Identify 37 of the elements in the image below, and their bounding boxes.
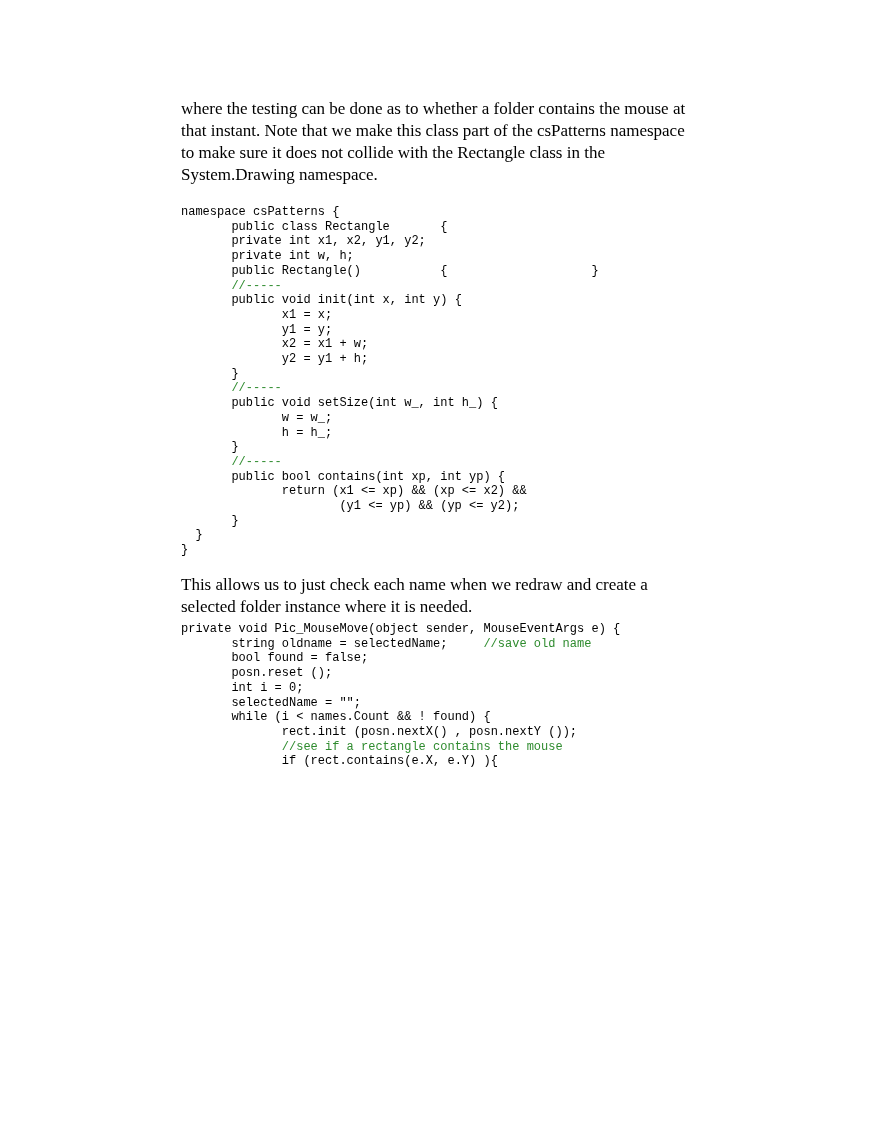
code-line: selectedName = ""; [231, 695, 361, 711]
code-line: (y1 <= yp) && (yp <= y2); [339, 499, 520, 514]
code-line: rect.init (posn.nextX() , posn.nextY ()); [281, 724, 578, 740]
code-line: } [231, 440, 239, 455]
code-line: namespace csPatterns { [181, 205, 340, 220]
code-line: private int w, h; [231, 249, 354, 264]
code-line: y2 = y1 + h; [281, 352, 369, 367]
paragraph: This allows us to just check each name when we redraw and create a selected folder instance where it is needed. [181, 574, 649, 618]
code-line: posn.reset (); [231, 666, 333, 681]
code-line: public void init(int x, int y) { [231, 293, 462, 308]
code-line: w = w_; [281, 410, 333, 426]
code-line: public Rectangle() { } [231, 263, 599, 279]
code-line: public void setSize(int w_, int h_) { [231, 396, 498, 411]
code-line: int i = 0; [231, 680, 304, 696]
code-comment: //save old name [483, 636, 592, 652]
paragraph: where the testing can be done as to whether a folder contains the mouse at that instant. Note that we make this class part of the csPatterns namespace to make sure it does not collide with the Rectangle class in the System.Drawing namespace. [181, 98, 687, 186]
code-line: if (rect.contains(e.X, e.Y) ){ [281, 754, 498, 769]
code-comment: //see if a rectangle contains the mouse [281, 739, 563, 755]
code-line: private int x1, x2, y1, y2; [231, 234, 426, 250]
code-line: x1 = x; [281, 307, 333, 323]
code-line: string oldname = selectedName; [231, 636, 448, 652]
code-line: while (i < names.Count && ! found) { [231, 710, 491, 725]
code-line: return (x1 <= xp) && (xp <= x2) && [281, 484, 527, 499]
code-line: } [195, 528, 203, 544]
code-comment: //----- [231, 381, 282, 397]
code-line: y1 = y; [281, 322, 333, 338]
code-line: public class Rectangle { [231, 219, 448, 235]
code-line: bool found = false; [231, 651, 369, 667]
code-line: x2 = x1 + w; [281, 337, 369, 352]
code-line: } [231, 366, 239, 382]
code-comment: //----- [231, 278, 282, 294]
code-line: public bool contains(int xp, int yp) { [231, 469, 506, 485]
code-comment: //----- [231, 454, 282, 470]
code-line: h = h_; [281, 425, 333, 441]
code-line: } [231, 513, 239, 529]
code-line: } [181, 543, 189, 558]
code-line: private void Pic_MouseMove(object sender, MouseEventArgs e) { [181, 622, 621, 637]
